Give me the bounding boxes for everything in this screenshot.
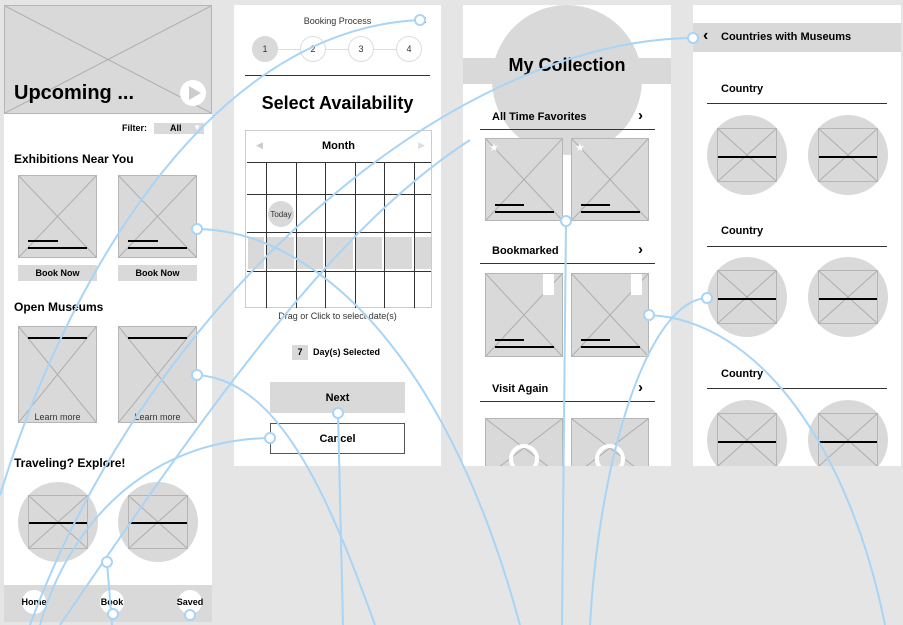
travel-destination[interactable] bbox=[18, 482, 98, 562]
star-icon: ★ bbox=[575, 142, 585, 154]
section-open-museums: Open Museums bbox=[14, 300, 104, 314]
chevron-right-icon[interactable]: › bbox=[638, 241, 643, 258]
next-button[interactable]: Next bbox=[270, 382, 405, 413]
calendar[interactable]: ◀ Month ▶ Today bbox=[245, 130, 432, 308]
home-screen: Upcoming ... Filter: All ▼ Exhibitions N… bbox=[4, 5, 212, 622]
nav-book[interactable]: Book bbox=[100, 590, 124, 614]
filter-label: Filter: bbox=[122, 123, 148, 133]
star-icon: ★ bbox=[489, 142, 499, 154]
booking-title: Booking Process bbox=[303, 16, 372, 26]
step-2[interactable]: 2 bbox=[300, 36, 326, 62]
country-label: Country bbox=[721, 83, 764, 95]
bottom-nav: Home Book Saved bbox=[4, 585, 212, 622]
favorite-card[interactable]: ★ bbox=[571, 138, 649, 221]
museum-card[interactable]: Learn more bbox=[118, 326, 197, 423]
close-icon[interactable]: ‹ bbox=[422, 11, 427, 27]
cancel-button[interactable]: Cancel bbox=[270, 423, 405, 454]
section-favorites[interactable]: All Time Favorites bbox=[492, 111, 587, 123]
filter-value: All bbox=[170, 123, 182, 133]
booking-screen: Booking Process ‹ 1 2 3 4 Select Availab… bbox=[234, 5, 441, 466]
step-1[interactable]: 1 bbox=[252, 36, 278, 62]
country-label: Country bbox=[721, 225, 764, 237]
hero-title: Upcoming ... bbox=[14, 82, 134, 104]
collection-screen: My Collection All Time Favorites › ★ ★ B… bbox=[463, 5, 671, 466]
travel-destination[interactable] bbox=[118, 482, 198, 562]
country-label: Country bbox=[721, 368, 764, 380]
ring-icon bbox=[509, 444, 539, 466]
bookmarked-card[interactable] bbox=[485, 273, 563, 357]
play-icon[interactable] bbox=[180, 80, 206, 106]
page-heading: Select Availability bbox=[261, 93, 414, 113]
visit-again-card[interactable] bbox=[571, 418, 649, 466]
section-travel: Traveling? Explore! bbox=[14, 456, 126, 470]
museum-thumb[interactable] bbox=[808, 115, 888, 195]
visit-again-card[interactable] bbox=[485, 418, 563, 466]
back-icon[interactable]: ‹ bbox=[703, 27, 709, 44]
museum-thumb[interactable] bbox=[707, 115, 787, 195]
ring-icon bbox=[595, 444, 625, 466]
exhibition-card[interactable] bbox=[118, 175, 197, 258]
filter-dropdown[interactable]: All ▼ bbox=[154, 123, 204, 134]
countries-screen: ‹ Countries with Museums Country Country… bbox=[693, 5, 901, 466]
museum-thumb[interactable] bbox=[808, 257, 888, 337]
chevron-right-icon[interactable]: › bbox=[638, 107, 643, 124]
countries-header: ‹ Countries with Museums bbox=[693, 23, 901, 52]
section-exhibitions: Exhibitions Near You bbox=[14, 152, 134, 166]
section-visit-again[interactable]: Visit Again bbox=[492, 383, 549, 395]
days-selected-label: Day(s) Selected bbox=[313, 347, 381, 357]
museum-thumb[interactable] bbox=[808, 400, 888, 466]
calendar-hint: Drag or Click to select date(s) bbox=[278, 311, 397, 321]
nav-saved[interactable]: Saved bbox=[177, 590, 203, 614]
step-3[interactable]: 3 bbox=[348, 36, 374, 62]
chevron-right-icon[interactable]: › bbox=[638, 379, 643, 396]
chevron-down-icon: ▼ bbox=[193, 123, 201, 132]
section-bookmarked[interactable]: Bookmarked bbox=[492, 245, 559, 257]
exhibition-card[interactable] bbox=[18, 175, 97, 258]
bookmark-icon bbox=[631, 274, 642, 295]
nav-home[interactable]: Home bbox=[22, 590, 47, 614]
bookmark-icon bbox=[543, 274, 554, 295]
museum-thumb[interactable] bbox=[707, 400, 787, 466]
book-now-button[interactable]: Book Now bbox=[18, 265, 97, 281]
page-title: Countries with Museums bbox=[721, 31, 852, 43]
month-label: Month bbox=[322, 140, 355, 152]
bookmarked-card[interactable] bbox=[571, 273, 649, 357]
museum-thumb[interactable] bbox=[707, 257, 787, 337]
learn-more-link[interactable]: Learn more bbox=[34, 412, 81, 422]
page-title: My Collection bbox=[508, 55, 626, 75]
next-month-icon[interactable]: ▶ bbox=[418, 140, 425, 150]
favorite-card[interactable]: ★ bbox=[485, 138, 563, 221]
today-marker[interactable]: Today bbox=[268, 201, 294, 227]
step-4[interactable]: 4 bbox=[396, 36, 422, 62]
museum-card[interactable]: Learn more bbox=[18, 326, 97, 423]
days-count: 7 bbox=[292, 345, 308, 360]
book-now-button[interactable]: Book Now bbox=[118, 265, 197, 281]
learn-more-link[interactable]: Learn more bbox=[134, 412, 181, 422]
